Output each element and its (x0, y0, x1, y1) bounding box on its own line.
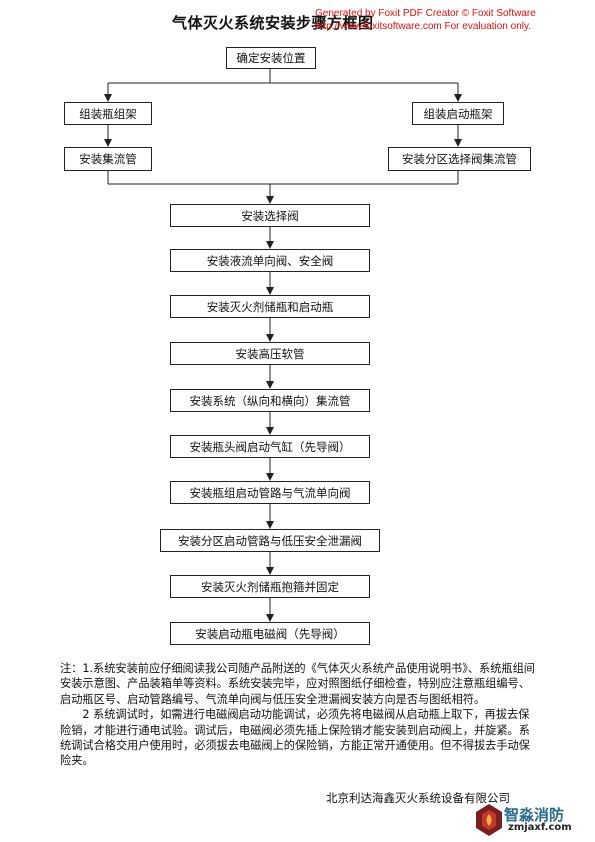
page-title: 气体灭火系统安装步骤方框图 (172, 14, 374, 32)
note-1: 注：1.系统安装前应仔细阅读我公司随产品附送的《气体灭火系统产品使用说明书》、系… (60, 662, 535, 706)
step-1: 安装选择阀 (170, 204, 370, 227)
step-right-2: 安装分区选择阀集流管 (388, 147, 531, 171)
step-5: 安装系统（纵向和横向）集流管 (170, 389, 370, 412)
step-left-2: 安装集流管 (64, 147, 152, 171)
note-2: 2 系统调试时，如需进行电磁阀启动功能调试，必须先将电磁阀从启动瓶上取下，再拔去… (60, 708, 530, 768)
watermark-line1: Generated by Foxit PDF Creator © Foxit S… (315, 8, 536, 19)
logo-name: 智淼消防 (504, 806, 565, 824)
watermark-line2: http://www.foxitsoftware.com For evaluat… (315, 21, 532, 32)
logo-url: zmjaxf.com (508, 822, 572, 833)
step-6: 安装瓶头阀启动气缸（先导阀） (170, 435, 370, 458)
step-9: 安装灭火剂储瓶抱箍并固定 (170, 575, 370, 598)
step-8: 安装分区启动管路与低压安全泄漏阀 (160, 529, 380, 552)
step-2: 安装液流单向阀、安全阀 (170, 249, 370, 272)
step-7: 安装瓶组启动管路与气流单向阀 (170, 481, 370, 504)
step-10: 安装启动瓶电磁阀（先导阀） (170, 622, 370, 645)
site-logo: 智淼消防 zmjaxf.com (474, 800, 594, 838)
notes: 注：1.系统安装前应仔细阅读我公司随产品附送的《气体灭火系统产品使用说明书》、系… (60, 661, 535, 769)
step-3: 安装灭火剂储瓶和启动瓶 (170, 295, 370, 318)
step-left-1: 组装瓶组架 (64, 102, 152, 125)
step-4: 安装高压软管 (170, 342, 370, 365)
company-name: 北京利达海鑫灭火系统设备有限公司 (326, 791, 510, 805)
step-right-1: 组装启动瓶架 (412, 102, 504, 125)
step-start: 确定安装位置 (226, 47, 316, 69)
logo-mark-icon (476, 804, 502, 836)
